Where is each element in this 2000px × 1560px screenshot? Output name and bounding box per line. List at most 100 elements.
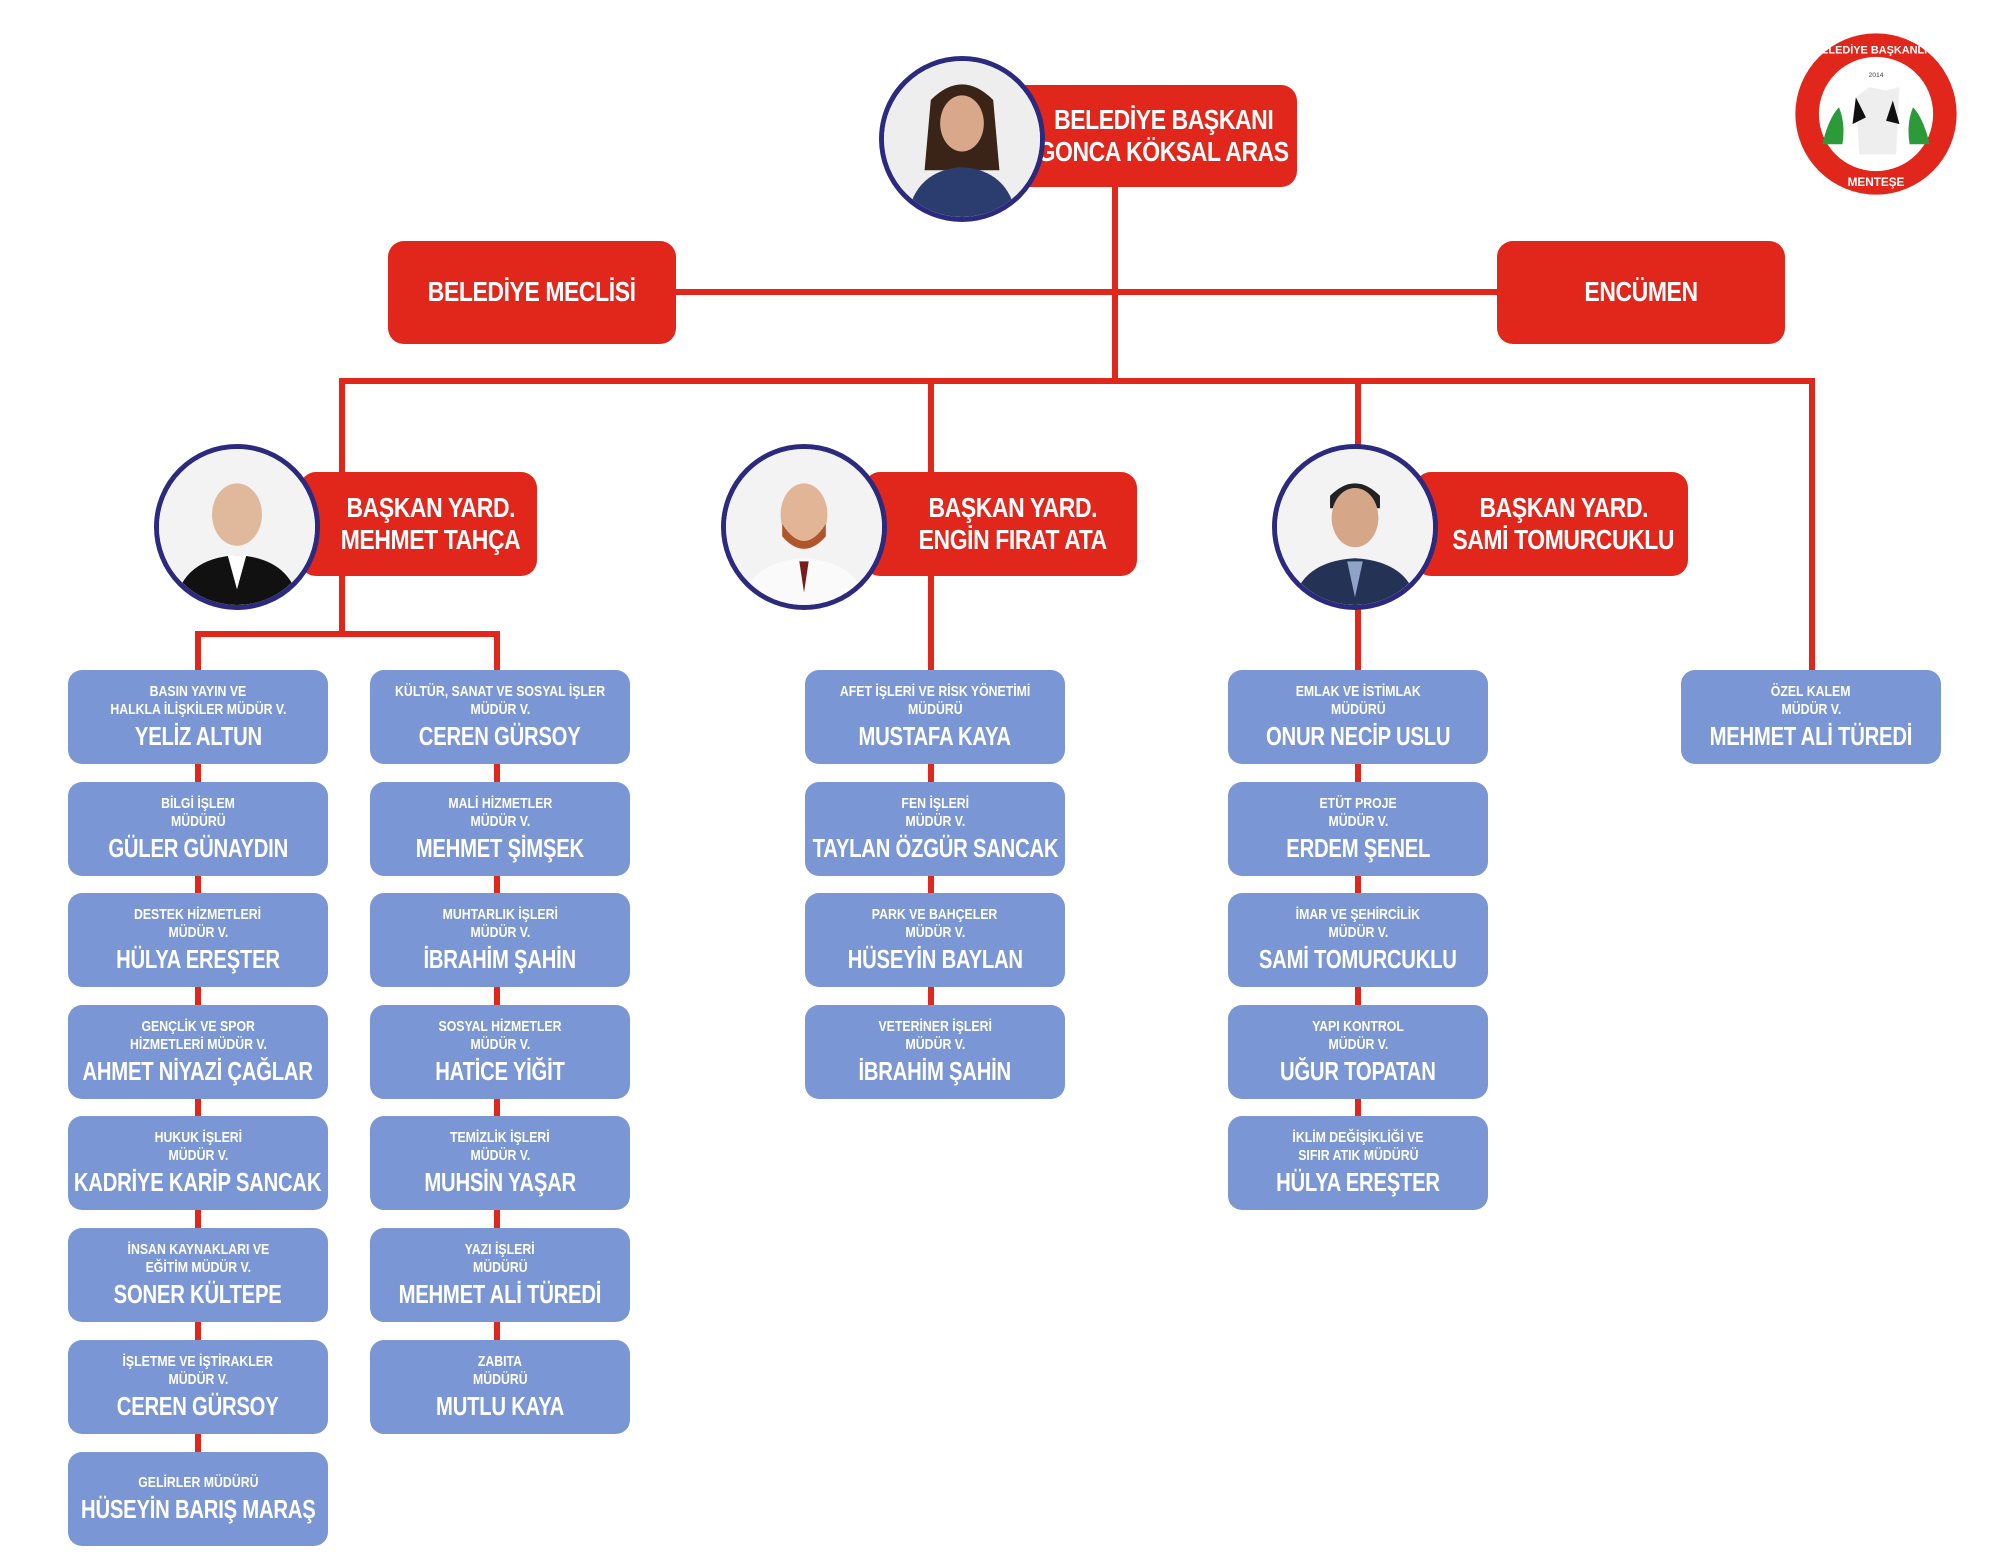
department-unit: KÜLTÜR, SANAT VE SOSYAL İŞLER [394, 683, 606, 700]
department-head-name: SONER KÜLTEPE [114, 1279, 282, 1309]
person-photo-icon [884, 61, 1040, 217]
connector [1809, 378, 1815, 678]
department-unit: SIFIR ATIK MÜDÜRÜ [1297, 1147, 1419, 1164]
department-head-name: SAMİ TOMURCUKLU [1259, 944, 1457, 974]
department-unit: PARK VE BAHÇELER [872, 906, 998, 923]
department-unit: YAZI İŞLERİ [465, 1241, 535, 1258]
department-unit: MÜDÜR V. [168, 1147, 228, 1164]
department-unit: MÜDÜR V. [470, 1036, 530, 1053]
department-unit: BASIN YAYIN VE [149, 683, 247, 700]
department-unit: FEN İŞLERİ [901, 795, 969, 812]
department-unit: BİLGİ İŞLEM [161, 795, 235, 812]
department-unit: MÜDÜRÜ [907, 701, 963, 718]
department-unit: MÜDÜR V. [470, 1147, 530, 1164]
svg-text:2014: 2014 [1869, 72, 1884, 79]
department-head-name: İBRAHİM ŞAHİN [423, 944, 577, 974]
department-unit: MÜDÜR V. [1781, 701, 1841, 718]
department-head-name: MUHSİN YAŞAR [424, 1167, 576, 1197]
municipality-logo: 2014 MENTEŞE BELEDİYE BAŞKANLIĞI [1792, 30, 1960, 198]
deputy-label: BAŞKAN YARD. MEHMET TAHÇA [300, 472, 537, 576]
department-head-name: CEREN GÜRSOY [419, 721, 581, 751]
department-unit: MALİ HİZMETLER [448, 795, 552, 812]
department-unit: MÜDÜR V. [905, 1036, 965, 1053]
connector [339, 378, 1815, 384]
department-unit: ZABITA [477, 1353, 523, 1370]
department-unit: MÜDÜR V. [470, 701, 530, 718]
committee-label: ENCÜMEN [1584, 276, 1698, 308]
mayor-photo [879, 56, 1045, 222]
department-head-name: CEREN GÜRSOY [117, 1391, 279, 1421]
department-head-name: YELİZ ALTUN [134, 721, 262, 751]
mayor-label: BELEDİYE BAŞKANI GONCA KÖKSAL ARAS [1010, 85, 1297, 187]
department-head-name: MUTLU KAYA [435, 1391, 564, 1421]
deputy-name: MEHMET TAHÇA [340, 524, 521, 555]
department-unit: EMLAK VE İSTİMLAK [1295, 683, 1421, 700]
department-unit: EĞİTİM MÜDÜR V. [145, 1259, 251, 1276]
department-head-name: HATİCE YİĞİT [435, 1056, 565, 1086]
department-head-name: MEHMET ŞİMŞEK [415, 833, 585, 863]
department-head-name: ERDEM ŞENEL [1286, 833, 1430, 863]
department-unit: İMAR VE ŞEHİRCİLİK [1295, 906, 1421, 923]
council-box: BELEDİYE MECLİSİ [388, 241, 676, 344]
deputy-label: BAŞKAN YARD. ENGİN FIRAT ATA [864, 472, 1137, 576]
department-unit: MUHTARLIK İŞLERİ [442, 906, 558, 923]
department-unit: VETERİNER İŞLERİ [878, 1018, 992, 1035]
deputy-photo [721, 444, 887, 610]
department-unit: MÜDÜRÜ [170, 813, 226, 830]
department-head-name: HÜLYA EREŞTER [116, 944, 280, 974]
department-unit: MÜDÜRÜ [1330, 701, 1386, 718]
department-unit: MÜDÜRÜ [472, 1259, 528, 1276]
department-unit: MÜDÜRÜ [472, 1371, 528, 1388]
department-unit: HUKUK İŞLERİ [154, 1129, 242, 1146]
person-photo-icon [159, 449, 315, 605]
department-head-name: AHMET NİYAZİ ÇAĞLAR [82, 1056, 314, 1086]
department-unit: TEMİZLİK İŞLERİ [450, 1129, 550, 1146]
department-unit: AFET İŞLERİ VE RİSK YÖNETİMİ [839, 683, 1031, 700]
department-head-name: TAYLAN ÖZGÜR SANCAK [812, 833, 1058, 863]
department-head-name: HÜSEYİN BARIŞ MARAŞ [80, 1494, 316, 1524]
department-unit: MÜDÜR V. [168, 1371, 228, 1388]
department-unit: HİZMETLERİ MÜDÜR V. [129, 1036, 267, 1053]
committee-box: ENCÜMEN [1497, 241, 1785, 344]
department-unit: MÜDÜR V. [470, 924, 530, 941]
department-head-name: MEHMET ALİ TÜREDİ [1709, 721, 1913, 751]
person-photo-icon [726, 449, 882, 605]
department-head-name: HÜLYA EREŞTER [1276, 1167, 1440, 1197]
department-unit: ETÜT PROJE [1319, 795, 1397, 812]
department-unit: MÜDÜR V. [905, 924, 965, 941]
deputy-label: BAŞKAN YARD. SAMİ TOMURCUKLU [1415, 472, 1688, 576]
department-head-name: HÜSEYİN BAYLAN [847, 944, 1023, 974]
department-unit: GELİRLER MÜDÜRÜ [137, 1474, 259, 1491]
department-unit: YAPI KONTROL [1312, 1018, 1404, 1035]
department-unit: HALKLA İLİŞKİLER MÜDÜR V. [109, 701, 287, 718]
department-unit: MÜDÜR V. [168, 924, 228, 941]
svg-text:BELEDİYE BAŞKANLIĞI: BELEDİYE BAŞKANLIĞI [1813, 44, 1938, 57]
deputy-title: BAŞKAN YARD. [1479, 491, 1648, 523]
department-unit: DESTEK HİZMETLERİ [134, 906, 262, 923]
mayor-title: BELEDİYE BAŞKANI [1053, 103, 1274, 135]
connector [1112, 185, 1118, 384]
department-unit: İŞLETME VE İŞTİRAKLER [122, 1353, 274, 1370]
department-unit: SOSYAL HİZMETLER [438, 1018, 562, 1035]
department-unit: MÜDÜR V. [1328, 924, 1388, 941]
department-unit: MÜDÜR V. [1328, 1036, 1388, 1053]
svg-text:MENTEŞE: MENTEŞE [1848, 176, 1905, 189]
